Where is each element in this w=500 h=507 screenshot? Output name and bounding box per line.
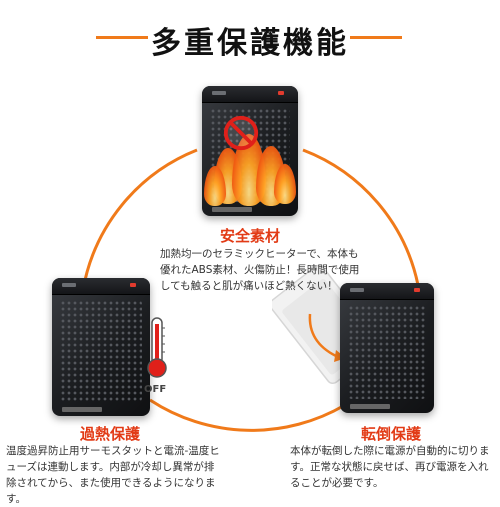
feature-desc-tip-over: 本体が転倒した際に電源が自動的に切ります。正常な状態に戻せば、再び電源を入れるこ… bbox=[290, 445, 490, 489]
heater-left-illustration bbox=[52, 278, 150, 416]
heater-top-illustration bbox=[202, 86, 298, 216]
feature-title-tip-over: 転倒保護 bbox=[360, 425, 421, 443]
feature-desc-overheat: 温度過昇防止用サーモスタットと電流‐温度ヒューズは連動します。内部が冷却し異常が… bbox=[6, 445, 220, 505]
feature-title-safe-material: 安全素材 bbox=[219, 227, 280, 245]
feature-desc-safe-material: 加熱均一のセラミックヒーターで、本体も優れたABS素材、火傷防止！長時間で使用し… bbox=[160, 248, 360, 292]
feature-title-overheat: 過熱保護 bbox=[79, 425, 140, 443]
no-symbol-icon bbox=[223, 115, 259, 151]
title-rule-left bbox=[96, 36, 148, 39]
thermometer-off-label: OFF bbox=[144, 384, 167, 395]
title-rule-right bbox=[350, 36, 402, 39]
page-title: 多重保護機能 bbox=[151, 26, 349, 61]
heater-right-illustration bbox=[340, 283, 434, 413]
thermometer-icon bbox=[147, 317, 167, 378]
